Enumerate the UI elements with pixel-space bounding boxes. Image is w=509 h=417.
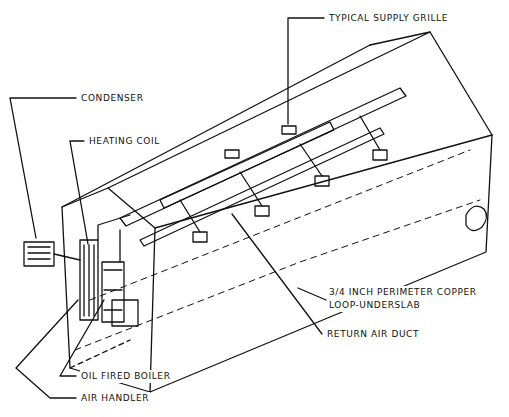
copper-loop <box>75 200 480 350</box>
condenser-unit <box>24 242 54 266</box>
leader-line <box>70 141 88 244</box>
pipes <box>98 215 130 262</box>
near-eave <box>155 135 492 228</box>
tank <box>112 300 138 326</box>
callout-label: HEATING COIL <box>88 135 161 148</box>
grille <box>373 150 387 160</box>
callout-label: OIL FIRED BOILER <box>80 370 171 383</box>
air-handler <box>80 240 98 320</box>
supply-duct <box>120 88 406 226</box>
end-opening <box>466 206 487 230</box>
callout-label: 3/4 INCH PERIMETER COPPER LOOP-UNDERSLAB <box>328 286 480 312</box>
far-eave <box>62 45 370 207</box>
boiler <box>102 262 124 322</box>
coil-lines <box>84 245 94 316</box>
leader-line <box>232 214 322 334</box>
leader-line <box>298 288 326 300</box>
grille <box>282 126 296 134</box>
leader-line <box>60 300 104 376</box>
callout-label: RETURN AIR DUCT <box>326 328 420 341</box>
grille <box>193 232 207 242</box>
callout-label: AIR HANDLER <box>80 392 150 405</box>
grille <box>315 176 329 186</box>
return-duct <box>140 128 384 246</box>
leader-line <box>288 18 324 124</box>
leader-line <box>10 98 76 238</box>
far-gable <box>370 32 492 135</box>
grille <box>225 150 239 158</box>
leader-line <box>16 300 78 398</box>
supply-duct-upper <box>160 122 334 208</box>
boiler-lines <box>104 270 122 310</box>
callout-label: CONDENSER <box>80 92 145 105</box>
callout-label: TYPICAL SUPPLY GRILLE <box>328 12 449 25</box>
ridge <box>108 32 430 188</box>
grille <box>255 206 269 216</box>
branch-ducts <box>180 116 380 232</box>
refrigerant-line <box>54 254 80 260</box>
condenser-fins <box>28 247 50 259</box>
